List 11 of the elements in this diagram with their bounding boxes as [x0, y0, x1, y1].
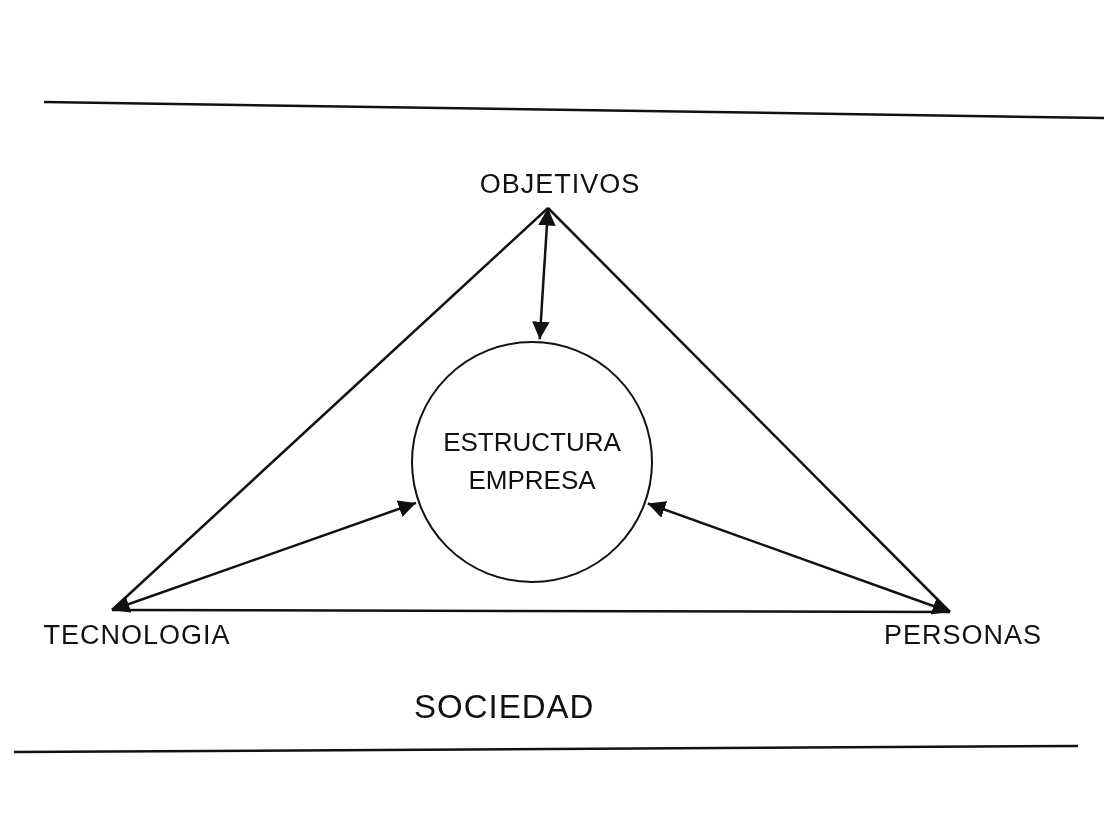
vertex-label: TECNOLOGIA [22, 610, 252, 660]
arrow [532, 207, 556, 340]
vertex-label: PERSONAS [858, 612, 1068, 658]
context-label: SOCIEDAD [414, 688, 595, 726]
vertex-label: OBJETIVOS [450, 160, 670, 208]
connector-line [547, 207, 951, 613]
arrow [111, 500, 417, 613]
arrow [647, 501, 951, 615]
connector-line [112, 608, 950, 614]
connector-line [111, 207, 549, 611]
circle-node: ESTRUCTURA EMPRESA [411, 341, 653, 583]
